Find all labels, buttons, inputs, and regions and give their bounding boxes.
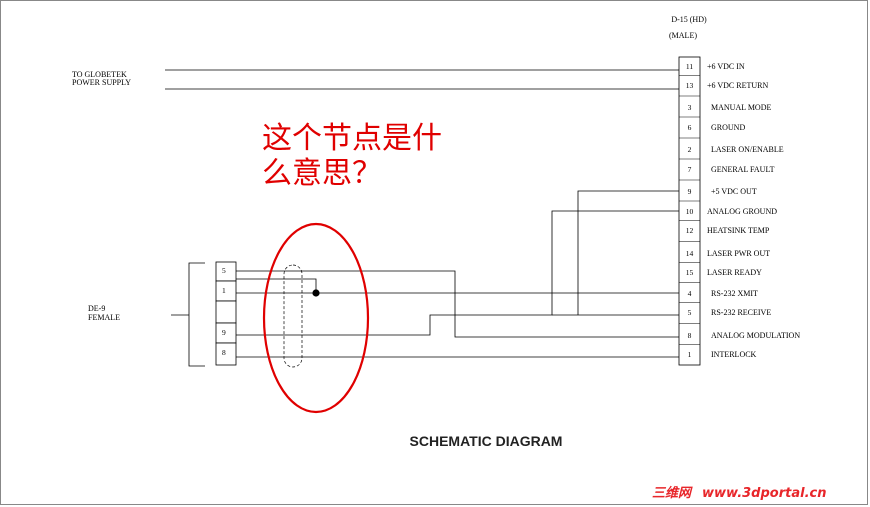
d15-pin-number: 9 [688, 187, 692, 196]
signal-wires [236, 190, 679, 358]
de9-pin-number: 5 [222, 266, 226, 275]
de9-label-line1: DE-9 [88, 304, 105, 313]
d15-pin-number: 6 [688, 123, 692, 132]
d15-pin-number: 12 [686, 226, 694, 235]
de9-pin-box [215, 342, 237, 366]
de9-pin-box [215, 300, 237, 324]
annotation-text-line1: 这个节点是什 [262, 121, 442, 156]
d15-pin-label: LASER PWR OUT [707, 249, 770, 258]
d15-pin-number: 1 [688, 350, 692, 359]
junction-node [312, 289, 320, 297]
d15-pin-number: 7 [688, 165, 692, 174]
watermark-url: www.3dportal.cn [702, 486, 826, 501]
de9-label-line2: FEMALE [88, 313, 120, 322]
wire-de9-9-analog-ground [236, 210, 679, 336]
d15-pin-number: 15 [686, 268, 694, 277]
d15-pin-label: MANUAL MODE [711, 103, 771, 112]
d15-title: D-15 (HD) [671, 15, 707, 24]
de9-connector: 5 1 9 8 [215, 261, 237, 366]
d15-pin-label: LASER ON/ENABLE [711, 145, 784, 154]
d15-pin-label: RS-232 RECEIVE [711, 308, 771, 317]
de9-pin-box [215, 280, 237, 302]
shield-capsule [283, 264, 303, 368]
de9-pin-number: 9 [222, 328, 226, 337]
de9-bracket [188, 262, 205, 367]
d15-pin-number: 5 [688, 308, 692, 317]
d15-pin-number: 10 [686, 207, 694, 216]
d15-subtitle: (MALE) [669, 31, 697, 40]
power-supply-label-line2: POWER SUPPLY [72, 78, 131, 87]
d15-pin-label: RS-232 XMIT [711, 289, 758, 298]
d15-pin-number: 13 [686, 81, 694, 90]
de9-pin-number: 8 [222, 348, 226, 357]
watermark-prefix: 三维网 [652, 485, 693, 501]
d15-pin-label: +6 VDC IN [707, 62, 745, 71]
d15-pin-label: GENERAL FAULT [711, 165, 775, 174]
d15-pin-label: GROUND [711, 123, 745, 132]
d15-pin-label: INTERLOCK [711, 350, 757, 359]
annotation-text-line2: 么意思？ [262, 156, 382, 191]
d15-pin-label: ANALOG MODULATION [711, 331, 800, 340]
diagram-title: SCHEMATIC DIAGRAM [410, 433, 563, 449]
wire-junction-branch [236, 278, 317, 293]
d15-pin-number: 11 [686, 62, 693, 71]
d15-pin-label: ANALOG GROUND [707, 207, 777, 216]
d15-pin-number: 3 [688, 103, 692, 112]
de9-pin-number: 1 [222, 286, 226, 295]
de9-pin-box [215, 261, 237, 282]
d15-pin-label: +6 VDC RETURN [707, 81, 768, 90]
annotation-ellipse [262, 222, 370, 414]
d15-pin-number: 4 [688, 289, 692, 298]
d15-pin-label: HEATSINK TEMP [707, 226, 770, 235]
d15-pin-label: LASER READY [707, 268, 762, 277]
d15-pin-number: 8 [688, 331, 692, 340]
wire-de9-5-analog-modulation [236, 270, 679, 338]
d15-pin-number: 14 [686, 249, 694, 258]
d15-pin-label: +5 VDC OUT [711, 187, 757, 196]
de9-pin-box [215, 322, 237, 344]
power-supply-label-line1: TO GLOBETEK [72, 70, 127, 79]
d15-pin-number: 2 [688, 145, 692, 154]
wire-5vdc-out [577, 190, 679, 315]
